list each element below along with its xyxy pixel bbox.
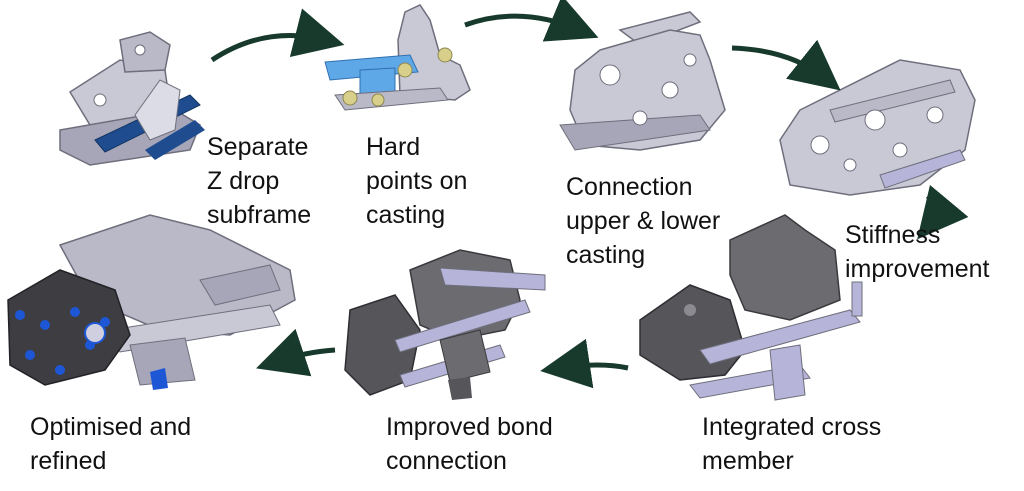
stage4-label-line1: Stiffness (845, 221, 941, 249)
stage7-label-line1: Optimised and (30, 413, 192, 441)
stage6-label-line2: connection (386, 447, 507, 475)
stage2-label-line1: Hard (366, 133, 421, 161)
stage6-image (344, 249, 546, 400)
stage1-label-line3: subframe (207, 201, 312, 229)
stage4-label: Stiffness improvement (845, 218, 990, 286)
stage5-label: Integrated cross member (702, 410, 881, 478)
stage6-label: Improved bond connection (386, 410, 553, 478)
stage3-label: Connection upper & lower casting (566, 170, 720, 272)
stage3-label-line2: upper & lower (566, 207, 721, 235)
stage1-image (59, 31, 205, 166)
stage1-label-line1: Separate (207, 133, 309, 161)
stage3-image (559, 11, 726, 151)
stage7-image (7, 214, 296, 390)
stage5-label-line2: member (702, 447, 794, 475)
stage2-label-line3: casting (366, 201, 446, 229)
arrow-stage2-to-stage3 (464, 0, 599, 42)
stage7-label-line2: refined (30, 447, 107, 475)
stage2-image (324, 4, 471, 111)
stage7-label: Optimised and refined (30, 410, 191, 478)
arrow-stage3-to-stage4 (731, 39, 841, 91)
stage2-label: Hard points on casting (366, 130, 467, 232)
arrow-stage6-to-stage7 (256, 328, 336, 377)
stage5-image (639, 214, 863, 401)
stage4-image (779, 59, 976, 196)
stage5-label-line1: Integrated cross (702, 413, 882, 441)
stage1-label-line2: Z drop (207, 167, 280, 195)
stage3-label-line1: Connection (566, 173, 693, 201)
stage1-label: Separate Z drop subframe (207, 130, 311, 232)
arrow-stage5-to-stage6 (540, 338, 629, 389)
arrow-stage1-to-stage2 (210, 8, 345, 63)
stage6-label-line1: Improved bond (386, 413, 553, 441)
arrow-stage4-to-stage5 (917, 184, 969, 240)
stage4-label-line2: improvement (845, 255, 990, 283)
stage3-label-line3: casting (566, 241, 646, 269)
stage2-label-line2: points on (366, 167, 468, 195)
